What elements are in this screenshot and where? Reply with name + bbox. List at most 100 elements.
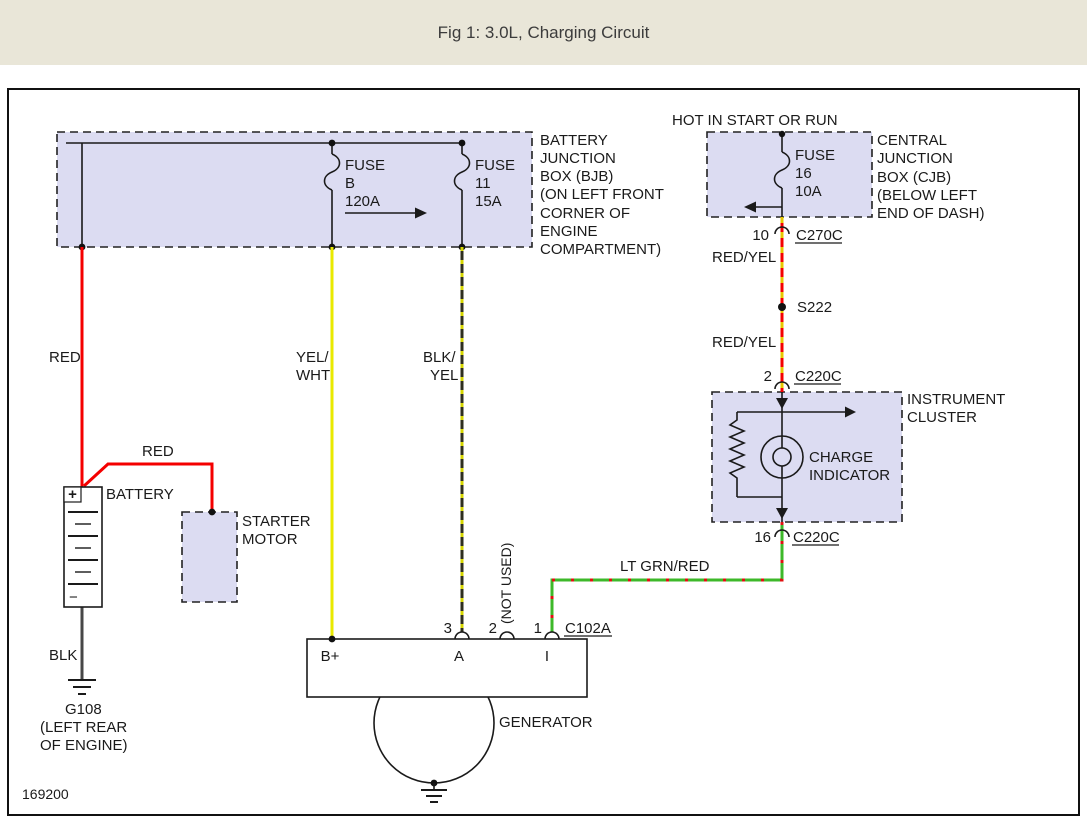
fuse-16-rating: 10A [795, 183, 822, 200]
wire-color-label: YEL [430, 367, 458, 384]
charge-indicator-label: CHARGE [809, 449, 873, 466]
fuse-b-id: B [345, 175, 355, 192]
starter-motor-box [181, 511, 238, 603]
junction-dot [458, 139, 466, 147]
wire-color-label: LT GRN/RED [620, 558, 710, 575]
fuse-b-icon [323, 153, 341, 191]
cjb-note-line: BOX (CJB) [877, 169, 951, 186]
generator-label: GENERATOR [499, 714, 593, 731]
fuse-b-rating: 120A [345, 193, 380, 210]
generator-terminal-block [306, 638, 588, 698]
connector-pin-number: 10 [752, 227, 769, 244]
wire-color-label: RED [142, 443, 174, 460]
splice-s222-label: S222 [797, 299, 832, 316]
connector-c220c-top-label: C220C [795, 368, 842, 385]
battery-minus-sign: − [69, 589, 78, 606]
starter-note-line: MOTOR [242, 531, 298, 548]
connector-pin-number: 2 [489, 620, 497, 637]
connector-pin1-bump-icon [544, 631, 560, 640]
connector-c220c-bottom-icon [774, 529, 790, 538]
charge-indicator-label: INDICATOR [809, 467, 890, 484]
junction-dot [778, 130, 786, 138]
fuse-16-label: FUSE [795, 147, 835, 164]
diagram-reference-number: 169200 [22, 786, 69, 802]
battery-plus-sign: + [68, 486, 77, 503]
junction-dot [208, 508, 216, 516]
wire-runs [80, 217, 784, 680]
cjb-note-line: CENTRAL [877, 132, 947, 149]
ground-g108-label: G108 [65, 701, 102, 718]
generator-terminal-label: I [545, 648, 549, 665]
wire-color-label: BLK/ [423, 349, 456, 366]
fuse-11-id: 11 [475, 175, 491, 192]
cjb-internal-circuit [744, 130, 791, 217]
down-arrow-icon [776, 508, 788, 519]
right-arrow-icon [415, 207, 427, 219]
battery-plus-terminal-box [63, 486, 82, 503]
figure-title: Fig 1: 3.0L, Charging Circuit [437, 22, 650, 42]
wire-color-label: RED [49, 349, 81, 366]
bjb-note-line: JUNCTION [540, 150, 616, 167]
cjb-note-line: END OF DASH) [877, 205, 985, 222]
fuse-11-label: FUSE [475, 157, 515, 174]
lt-grn-red-wire-stripe [550, 522, 784, 632]
central-junction-box [706, 131, 873, 218]
connector-c270c-icon [774, 226, 790, 235]
connector-pin3-bump-icon [454, 631, 470, 640]
charging-circuit-svg: + − [22, 112, 1005, 803]
cluster-note-line: INSTRUMENT [907, 391, 1005, 408]
connector-c270c-label: C270C [796, 227, 843, 244]
fuse-b-label: FUSE [345, 157, 385, 174]
wire-color-label: YEL/ [296, 349, 329, 366]
starter-note-line: STARTER [242, 513, 311, 530]
cjb-note-line: JUNCTION [877, 150, 953, 167]
connector-pin-number: 3 [444, 620, 452, 637]
fuse-11-rating: 15A [475, 193, 502, 210]
bjb-note-line: BOX (BJB) [540, 168, 613, 185]
bjb-note-line: CORNER OF [540, 205, 630, 222]
bjb-note-line: ENGINE [540, 223, 598, 240]
generator-symbol [306, 631, 588, 803]
cluster-note-line: CLUSTER [907, 409, 977, 426]
connector-pin2-bump-icon [499, 631, 515, 640]
instrument-cluster-box [711, 391, 903, 523]
lt-grn-red-wire-cluster-to-generator [550, 522, 784, 632]
fuse-11-icon [453, 153, 471, 191]
generator-terminal-label: A [454, 648, 464, 665]
connector-c102a-label: C102A [565, 620, 611, 637]
junction-dot [328, 635, 336, 643]
connector-pin-number: 16 [754, 529, 771, 546]
resistor-icon [727, 412, 747, 497]
battery-symbol: + − [63, 486, 103, 608]
bjb-note-line: BATTERY [540, 132, 608, 149]
cjb-note-line: (BELOW LEFT [877, 187, 977, 204]
splice-s222-dot [778, 303, 786, 311]
cluster-internal-circuit [727, 392, 856, 522]
battery-junction-box [56, 131, 533, 248]
connector-c220c-top-icon [774, 381, 790, 390]
red-wire-battery-to-starter [82, 462, 214, 512]
wire-color-label: BLK [49, 647, 77, 664]
connector-pin-number: 1 [534, 620, 542, 637]
wire-color-label: RED/YEL [712, 249, 776, 266]
generator-terminal-label: B+ [321, 648, 340, 665]
connector-c220c-bottom-label: C220C [793, 529, 840, 546]
fuse-16-icon [773, 151, 791, 189]
wire-color-label: RED/YEL [712, 334, 776, 351]
battery-body [63, 486, 103, 608]
right-arrow-icon [845, 406, 856, 418]
down-arrow-icon [776, 398, 788, 409]
not-used-label: (NOT USED) [498, 543, 514, 624]
bjb-note-line: (ON LEFT FRONT [540, 186, 664, 203]
wire-color-label: WHT [296, 367, 330, 384]
connector-pin-number: 2 [764, 368, 772, 385]
wiring-diagram-canvas: + − [7, 88, 1080, 816]
fuse-16-id: 16 [795, 165, 812, 182]
hot-in-start-or-run-label: HOT IN START OR RUN [672, 112, 838, 129]
ground-g108-note-line: OF ENGINE) [40, 737, 128, 754]
left-arrow-icon [744, 201, 756, 213]
figure-title-bar: Fig 1: 3.0L, Charging Circuit [0, 0, 1087, 65]
bjb-note-line: COMPARTMENT) [540, 241, 661, 258]
junction-dot [328, 139, 336, 147]
battery-label: BATTERY [106, 486, 174, 503]
